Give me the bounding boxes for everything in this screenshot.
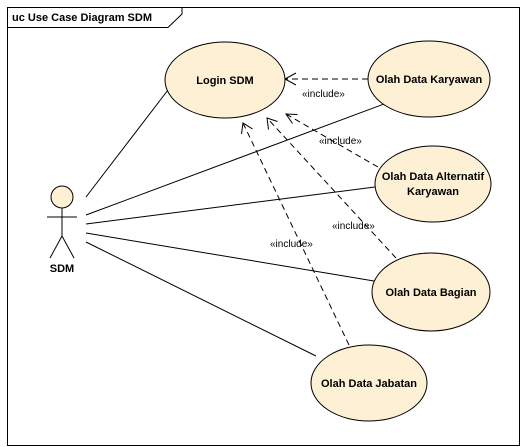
- use-case-bagian-label: Olah Data Bagian: [385, 287, 476, 299]
- include-label-bagian: «include»: [332, 221, 375, 232]
- include-line-alternatif: [285, 113, 379, 168]
- use-case-karyawan[interactable]: Olah Data Karyawan: [367, 40, 491, 118]
- use-case-alternatif-label-line1: Olah Data Alternatif: [382, 171, 485, 183]
- associations: [85, 89, 385, 357]
- use-case-login-shape: [164, 41, 286, 119]
- association-alternatif: [85, 186, 376, 225]
- include-arrow-jabatan: [241, 122, 253, 135]
- include-label-jabatan: «include»: [270, 239, 313, 250]
- use-case-alternatif-shape: [374, 145, 492, 223]
- actor-sdm[interactable]: SDM: [47, 185, 77, 275]
- use-case-alternatif-label-line2: Karyawan: [407, 186, 459, 198]
- include-relationships: «include» «include» «include» «include»: [241, 72, 397, 346]
- association-bagian: [85, 232, 375, 282]
- use-case-karyawan-label: Olah Data Karyawan: [376, 74, 483, 86]
- include-line-jabatan: [242, 122, 350, 346]
- use-case-login[interactable]: Login SDM: [164, 41, 286, 119]
- include-arrow-bagian: [266, 117, 278, 130]
- include-label-karyawan: «include»: [302, 89, 345, 100]
- actor-label: SDM: [50, 263, 74, 275]
- include-arrow-alternatif: [285, 113, 298, 124]
- frame-tab: [7, 7, 183, 28]
- actor-left-leg: [49, 235, 63, 259]
- association-karyawan: [85, 103, 385, 216]
- frame-title: uc Use Case Diagram SDM: [12, 12, 152, 24]
- frame-border: [7, 7, 520, 446]
- include-line-bagian: [266, 117, 397, 259]
- actor-head: [50, 185, 74, 209]
- use-case-login-label: Login SDM: [196, 75, 253, 87]
- use-case-jabatan-label: Olah Data Jabatan: [321, 378, 417, 390]
- use-case-alternatif[interactable]: Olah Data Alternatif Karyawan: [374, 145, 492, 223]
- use-case-bagian-shape: [371, 252, 491, 332]
- include-label-alternatif: «include»: [319, 136, 362, 147]
- use-case-jabatan[interactable]: Olah Data Jabatan: [310, 344, 428, 422]
- use-case-karyawan-shape: [367, 40, 491, 118]
- diagram-frame: uc Use Case Diagram SDM: [7, 7, 520, 446]
- use-case-bagian[interactable]: Olah Data Bagian: [371, 252, 491, 332]
- association-jabatan: [85, 241, 317, 357]
- use-case-jabatan-shape: [310, 344, 428, 422]
- association-login: [85, 89, 169, 198]
- actor-right-leg: [61, 235, 75, 259]
